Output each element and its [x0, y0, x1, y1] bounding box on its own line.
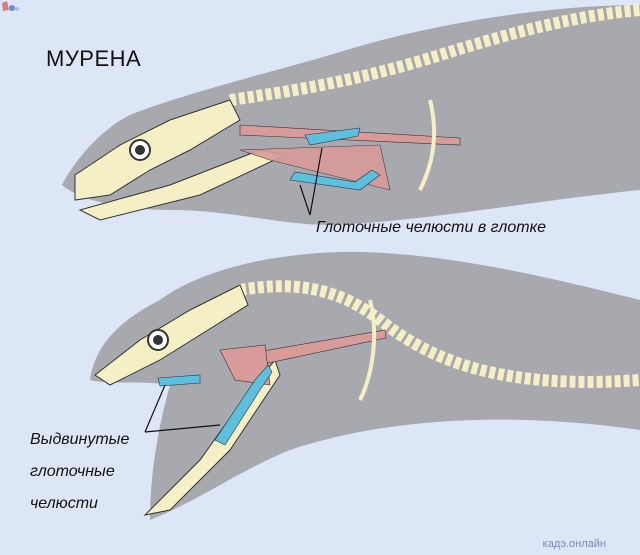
top-eel-girdle [418, 99, 437, 191]
top-eel-pupil [135, 145, 145, 155]
bottom-pharyngeal-jaw-upper [157, 374, 201, 387]
bottom-eel-pupil [153, 335, 163, 345]
label-extended-line2: глоточные [30, 463, 115, 480]
bottom-eel-girdle [358, 299, 377, 401]
bottom-pharyngeal-jaw-lower [214, 364, 273, 446]
top-eel-body [62, 5, 640, 225]
top-pointer-lines [299, 147, 323, 216]
label-extended-line3: челюсти [30, 495, 98, 512]
diagram-title: МУРЕНА [46, 46, 142, 71]
bottom-pointer-lines [144, 384, 221, 433]
top-eel [62, 4, 640, 225]
top-eel-spine [229, 4, 640, 106]
label-extended-line1: Выдвинутые [30, 431, 130, 448]
label-pharyngeal-jaws-in-throat: Глоточные челюсти в глотке [316, 219, 547, 236]
bottom-eel-spine [239, 280, 640, 388]
top-eel-skull [74, 99, 241, 201]
bottom-eel [90, 251, 640, 520]
top-pharyngeal-jaw-lower [289, 169, 381, 191]
watermark-logo-icon [2, 1, 19, 11]
top-eel-muscle-2 [239, 144, 391, 191]
top-pharyngeal-jaw-upper [304, 127, 361, 146]
watermark: кадэ.онлайн [542, 538, 606, 550]
bottom-eel-muscle-2 [219, 344, 271, 386]
